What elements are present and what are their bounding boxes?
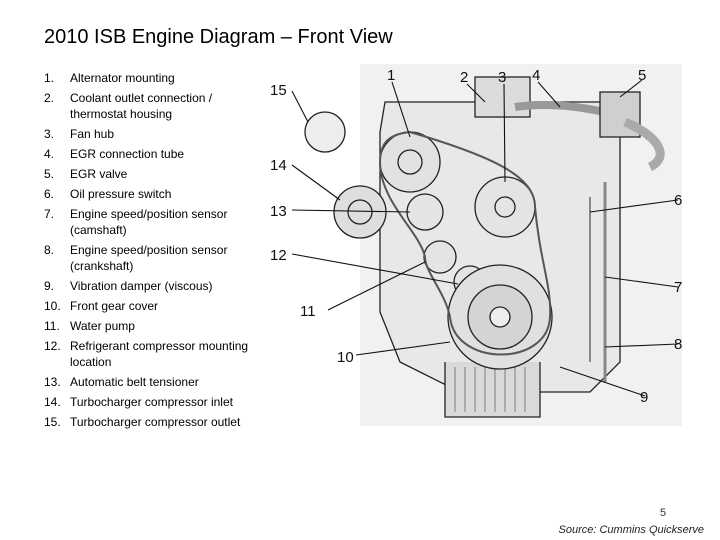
part-number: 14. xyxy=(44,395,61,409)
parts-list-item: 14. Turbocharger compressor inlet xyxy=(44,394,266,410)
callout-4: 4 xyxy=(532,67,540,84)
alternator xyxy=(379,131,441,193)
callout-11: 11 xyxy=(300,303,316,320)
callout-8: 8 xyxy=(674,336,682,353)
callout-15: 15 xyxy=(270,82,287,99)
part-label: Alternator mounting xyxy=(70,71,175,85)
parts-list-item: 3. Fan hub xyxy=(44,126,266,142)
belt-tensioner xyxy=(406,193,444,231)
parts-list-item: 10. Front gear cover xyxy=(44,298,266,314)
parts-list-item: 12. Refrigerant compressor mounting locat… xyxy=(44,338,266,370)
callout-7: 7 xyxy=(674,279,682,296)
part-number: 6. xyxy=(44,187,55,201)
parts-list-item: 2. Coolant outlet connection / thermostat… xyxy=(44,90,266,122)
engine-front-view-diagram: 1 2 3 4 5 6 7 8 9 10 11 12 13 14 15 xyxy=(260,62,685,428)
part-number: 12. xyxy=(44,339,61,353)
part-number: 11. xyxy=(44,319,60,333)
callout-6: 6 xyxy=(674,192,682,209)
part-number: 8. xyxy=(44,243,55,257)
page-number: 5 xyxy=(660,507,667,519)
parts-list-item: 1. Alternator mounting xyxy=(44,70,266,86)
part-number: 2. xyxy=(44,91,55,105)
callout-12: 12 xyxy=(270,247,287,264)
oil-pan xyxy=(444,362,541,418)
callout-1: 1 xyxy=(387,67,395,84)
part-label: EGR valve xyxy=(70,167,128,181)
callout-10: 10 xyxy=(337,349,354,366)
parts-list-item: 4. EGR connection tube xyxy=(44,146,266,162)
part-label: Coolant outlet connection / thermostat h… xyxy=(70,91,213,121)
part-label: Fan hub xyxy=(70,127,115,141)
callout-2: 2 xyxy=(460,69,468,86)
part-number: 1. xyxy=(44,71,55,85)
callout-14: 14 xyxy=(270,157,287,174)
part-number: 15. xyxy=(44,415,61,429)
parts-list-item: 9. Vibration damper (viscous) xyxy=(44,278,266,294)
part-label: Refrigerant compressor mounting location xyxy=(70,339,249,369)
callout-5: 5 xyxy=(638,67,646,84)
part-number: 5. xyxy=(44,167,55,181)
part-label: Automatic belt tensioner xyxy=(70,375,199,389)
parts-list-item: 13. Automatic belt tensioner xyxy=(44,374,266,390)
parts-list: 1. Alternator mounting 2. Coolant outlet c… xyxy=(44,70,266,434)
turbo-compressor-outlet xyxy=(304,111,346,153)
callout-13: 13 xyxy=(270,203,287,220)
part-number: 10. xyxy=(44,299,61,313)
slide-title: 2010 ISB Engine Diagram – Front View xyxy=(44,26,393,48)
callout-numbers: 1 2 3 4 5 6 7 8 9 10 11 12 13 14 15 xyxy=(270,67,682,406)
thermostat-housing xyxy=(474,76,531,118)
part-number: 9. xyxy=(44,279,55,293)
part-label: Turbocharger compressor inlet xyxy=(70,395,233,409)
parts-list-item: 15. Turbocharger compressor outlet xyxy=(44,414,266,430)
parts-list-item: 6. Oil pressure switch xyxy=(44,186,266,202)
part-label: EGR connection tube xyxy=(70,147,185,161)
source-credit: Source: Cummins Quickserve xyxy=(558,524,705,536)
parts-list-item: 11. Water pump xyxy=(44,318,266,334)
part-label: Engine speed/position sensor (camshaft) xyxy=(70,207,228,237)
part-label: Water pump xyxy=(70,319,135,333)
part-number: 3. xyxy=(44,127,55,141)
part-label: Vibration damper (viscous) xyxy=(70,279,213,293)
part-number: 4. xyxy=(44,147,55,161)
part-label: Engine speed/position sensor (crankshaft… xyxy=(70,243,228,273)
part-number: 7. xyxy=(44,207,55,221)
part-number: 13. xyxy=(44,375,61,389)
egr-pipe xyxy=(623,117,665,172)
parts-list-item: 7. Engine speed/position sensor (camshaft… xyxy=(44,206,266,238)
part-label: Turbocharger compressor outlet xyxy=(70,415,241,429)
callout-3: 3 xyxy=(498,69,506,86)
drive-belt xyxy=(378,131,552,356)
parts-list-item: 8. Engine speed/position sensor (cranksha… xyxy=(44,242,266,274)
egr-connection-tube xyxy=(514,100,606,116)
engine-drawing: 1 2 3 4 5 6 7 8 9 10 11 12 13 14 15 xyxy=(270,64,682,426)
part-label: Front gear cover xyxy=(70,299,159,313)
part-label: Oil pressure switch xyxy=(70,187,172,201)
callout-9: 9 xyxy=(640,389,648,406)
parts-list-item: 5. EGR valve xyxy=(44,166,266,182)
leader-lines xyxy=(291,79,679,397)
